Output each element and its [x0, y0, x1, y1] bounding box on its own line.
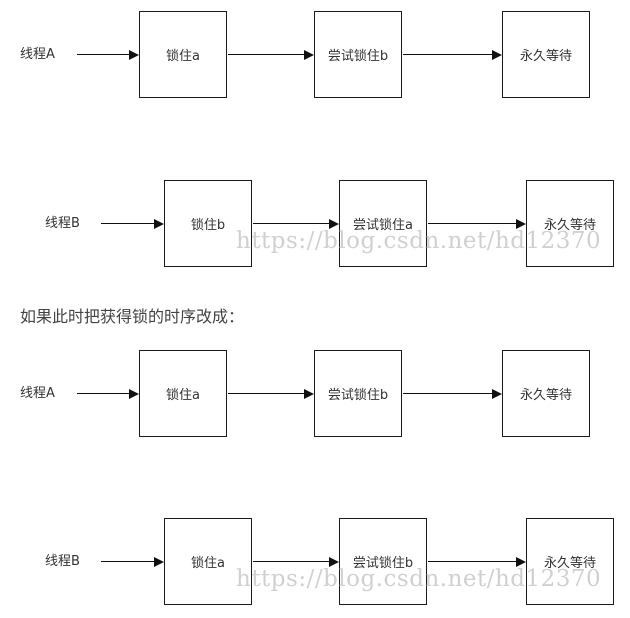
arrow — [403, 389, 502, 399]
step-box: 永久等待 — [526, 518, 614, 605]
diagram-thread-a-revised: 线程A 锁住a 尝试锁住b 永久等待 — [0, 350, 630, 450]
step-box: 锁住a — [139, 11, 227, 98]
arrow — [253, 219, 339, 229]
arrowhead-icon — [492, 50, 502, 60]
arrowhead-icon — [516, 219, 526, 229]
step-box: 尝试锁住a — [339, 180, 427, 267]
thread-label: 线程A — [20, 386, 55, 401]
arrowhead-icon — [516, 557, 526, 567]
diagram-thread-b-original: 线程B 锁住b 尝试锁住a 永久等待 — [0, 180, 630, 280]
step-box: 永久等待 — [526, 180, 614, 267]
arrow — [253, 557, 339, 567]
step-box: 尝试锁住b — [314, 350, 402, 437]
step-box: 永久等待 — [502, 11, 590, 98]
step-box: 尝试锁住b — [314, 11, 402, 98]
arrowhead-icon — [492, 389, 502, 399]
thread-label: 线程B — [45, 216, 80, 231]
arrow — [228, 50, 314, 60]
arrowhead-icon — [304, 389, 314, 399]
arrow — [101, 219, 164, 229]
step-box: 锁住a — [164, 518, 252, 605]
diagram-thread-a-original: 线程A 锁住a 尝试锁住b 永久等待 — [0, 11, 630, 111]
thread-label: 线程A — [20, 47, 55, 62]
section-heading: 如果此时把获得锁的时序改成： — [20, 307, 245, 326]
arrow — [403, 50, 502, 60]
step-box: 尝试锁住b — [339, 518, 427, 605]
arrowhead-icon — [154, 219, 164, 229]
thread-label: 线程B — [45, 554, 80, 569]
arrow — [77, 50, 139, 60]
arrowhead-icon — [329, 219, 339, 229]
arrowhead-icon — [154, 557, 164, 567]
arrow — [228, 389, 314, 399]
arrow — [428, 219, 526, 229]
step-box: 锁住a — [139, 350, 227, 437]
arrow — [77, 389, 139, 399]
arrowhead-icon — [304, 50, 314, 60]
arrow — [428, 557, 526, 567]
step-box: 永久等待 — [502, 350, 590, 437]
arrowhead-icon — [129, 389, 139, 399]
arrow — [101, 557, 164, 567]
diagram-thread-b-revised: 线程B 锁住a 尝试锁住b 永久等待 — [0, 518, 630, 618]
step-box: 锁住b — [164, 180, 252, 267]
arrowhead-icon — [329, 557, 339, 567]
arrowhead-icon — [129, 50, 139, 60]
